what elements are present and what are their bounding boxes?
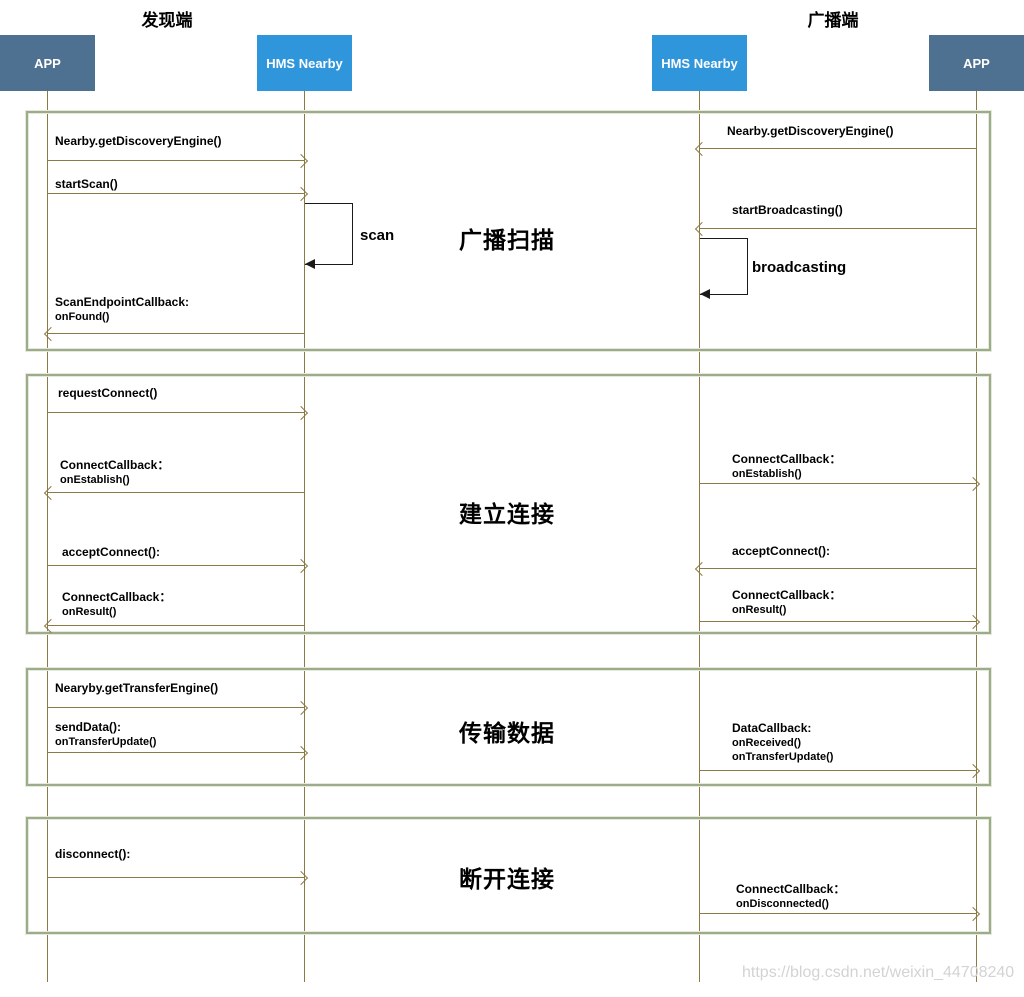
broadcast-side-label: 广播端: [807, 11, 859, 31]
arrow-request-connect: [48, 405, 309, 421]
msg-label-connect-callback-onresult-right: ConnectCallback： onResult(): [732, 588, 841, 617]
arrow-connect-callback-onresult-left: [43, 618, 304, 634]
arrow-send-data: [48, 745, 309, 761]
arrow-accept-connect-right: [694, 561, 976, 577]
section-title-establish-connection: 建立连接: [459, 501, 555, 528]
msg-label-connect-callback-onresult-left: ConnectCallback： onResult(): [62, 590, 171, 619]
msg-text: ConnectCallback：: [732, 588, 842, 602]
arrow-get-discovery-engine-right: [694, 141, 976, 157]
msg-label-connect-callback-ondisconnected: ConnectCallback： onDisconnected(): [736, 882, 845, 911]
msg-text: sendData():: [55, 720, 122, 734]
arrow-connect-callback-onresult-right: [699, 614, 981, 630]
section-title-transfer-data: 传输数据: [459, 720, 555, 747]
msg-label-request-connect: requestConnect(): [58, 386, 157, 401]
msg-label-accept-connect-left: acceptConnect():: [62, 545, 160, 560]
arrow-get-discovery-engine-left: [48, 153, 309, 169]
loop-label-broadcasting: broadcasting: [752, 259, 847, 276]
loop-arrowhead-icon: [305, 259, 315, 269]
msg-text: requestConnect(): [58, 386, 158, 400]
msg-subtext: onResult(): [732, 604, 787, 616]
section-title-broadcast-scan: 广播扫描: [459, 227, 555, 254]
self-loop-broadcasting: [700, 238, 748, 299]
actor-hms-nearby-broadcast: HMS Nearby: [652, 35, 747, 91]
msg-text: Nearby.getDiscoveryEngine(): [727, 124, 894, 138]
msg-text: startScan(): [55, 177, 118, 191]
loop-label-scan: scan: [360, 227, 395, 244]
msg-label-get-transfer-engine: Nearyby.getTransferEngine(): [55, 681, 218, 696]
msg-subtext: onTransferUpdate(): [732, 751, 834, 763]
section-title-disconnect: 断开连接: [459, 866, 555, 893]
msg-label-get-discovery-engine-right: Nearby.getDiscoveryEngine(): [727, 124, 894, 139]
arrow-accept-connect-left: [48, 558, 309, 574]
msg-subtext: onResult(): [62, 606, 117, 618]
msg-subtext: onEstablish(): [732, 468, 802, 480]
frame-disconnect: [26, 817, 991, 934]
actor-hms-nearby-discovery: HMS Nearby: [257, 35, 352, 91]
loop-arrowhead-icon: [700, 289, 710, 299]
arrow-connect-callback-onestablish-left: [43, 485, 304, 501]
arrow-start-scan: [48, 186, 309, 202]
frame-establish-connection: [26, 374, 991, 634]
lifeline-app-discovery: [47, 91, 48, 982]
watermark-text: https://blog.csdn.net/weixin_44708240: [742, 964, 1015, 981]
msg-text: acceptConnect():: [732, 544, 831, 558]
lifeline-app-broadcast: [976, 91, 977, 982]
msg-text: ConnectCallback：: [736, 882, 846, 896]
msg-subtext: onReceived(): [732, 737, 802, 749]
msg-text: ConnectCallback：: [60, 458, 170, 472]
msg-label-accept-connect-right: acceptConnect():: [732, 544, 830, 559]
arrow-get-transfer-engine: [48, 700, 309, 716]
msg-text: disconnect():: [55, 847, 131, 861]
arrow-disconnect: [48, 870, 309, 886]
msg-text: Nearyby.getTransferEngine(): [55, 681, 219, 695]
msg-text: acceptConnect():: [62, 545, 161, 559]
arrow-data-callback: [699, 763, 981, 779]
msg-text: Nearby.getDiscoveryEngine(): [55, 134, 222, 148]
msg-text: ConnectCallback：: [732, 452, 842, 466]
msg-text: DataCallback:: [732, 721, 812, 735]
msg-subtext: onEstablish(): [60, 474, 130, 486]
msg-subtext: onFound(): [55, 311, 110, 323]
msg-label-disconnect: disconnect():: [55, 847, 130, 862]
msg-label-get-discovery-engine-left: Nearby.getDiscoveryEngine(): [55, 134, 222, 149]
actor-app-discovery: APP: [0, 35, 95, 91]
msg-label-connect-callback-onestablish-right: ConnectCallback： onEstablish(): [732, 452, 841, 481]
msg-label-scan-endpoint-callback: ScanEndpointCallback: onFound(): [55, 295, 189, 324]
actor-app-broadcast: APP: [929, 35, 1024, 91]
msg-label-connect-callback-onestablish-left: ConnectCallback： onEstablish(): [60, 458, 169, 487]
msg-text: startBroadcasting(): [732, 203, 843, 217]
msg-subtext: onTransferUpdate(): [55, 736, 157, 748]
self-loop-scan: [305, 203, 353, 269]
msg-label-data-callback: DataCallback: onReceived() onTransferUpd…: [732, 721, 833, 764]
frame-transfer-data: [26, 668, 991, 786]
msg-label-start-scan: startScan(): [55, 177, 118, 192]
discovery-side-label: 发现端: [141, 11, 193, 31]
msg-label-send-data: sendData(): onTransferUpdate(): [55, 720, 156, 749]
frame-broadcast-scan: [26, 111, 991, 351]
msg-text: ScanEndpointCallback:: [55, 295, 190, 309]
arrow-start-broadcasting: [694, 221, 976, 237]
msg-subtext: onDisconnected(): [736, 898, 829, 910]
msg-label-start-broadcasting: startBroadcasting(): [732, 203, 843, 218]
msg-text: ConnectCallback：: [62, 590, 172, 604]
lifeline-hms-broadcast: [699, 91, 700, 982]
arrow-scan-endpoint-callback: [43, 326, 304, 342]
arrow-connect-callback-onestablish-right: [699, 476, 981, 492]
arrow-connect-callback-ondisconnected: [699, 906, 981, 922]
lifeline-hms-discovery: [304, 91, 305, 982]
